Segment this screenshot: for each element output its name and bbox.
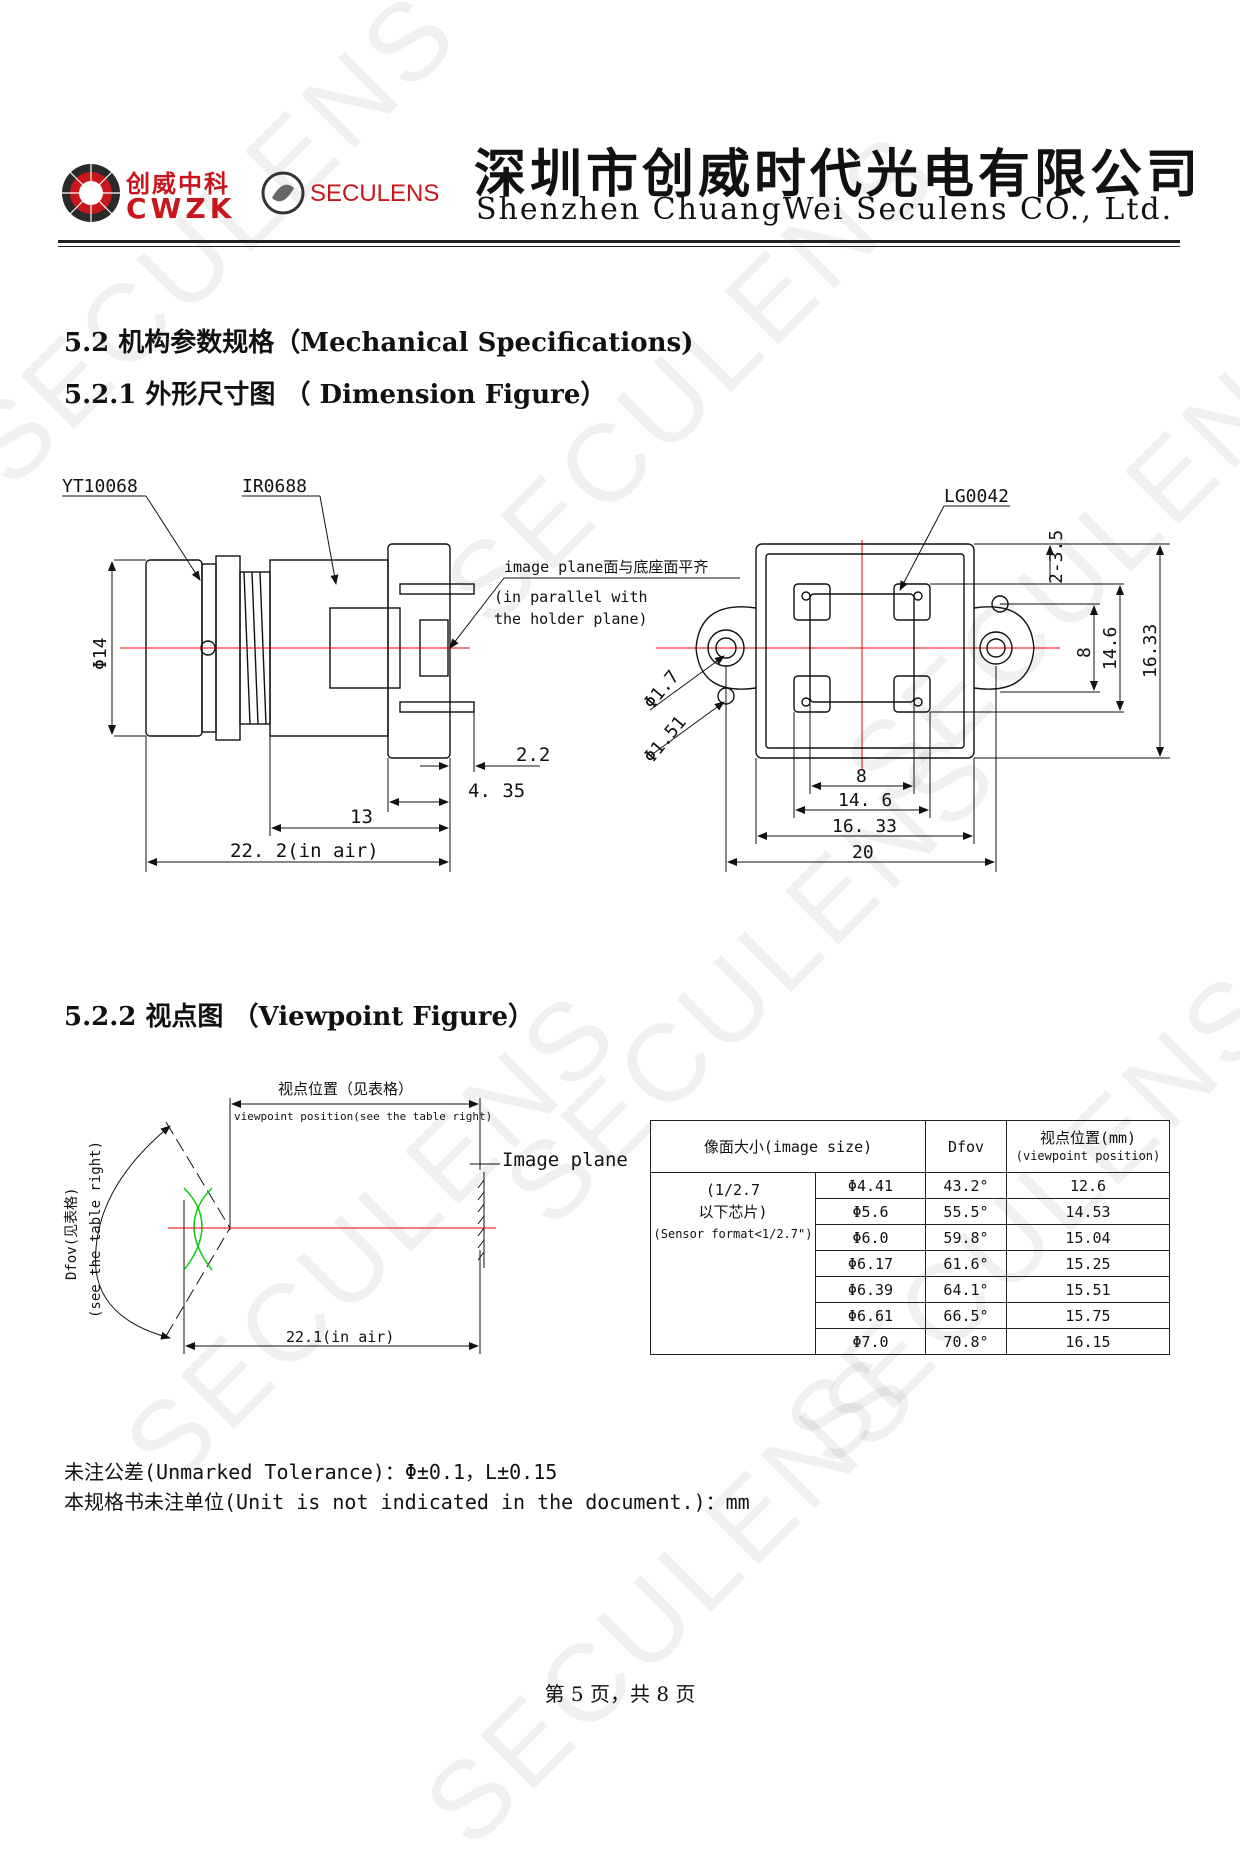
cell-dfov: 64.1° bbox=[925, 1276, 1007, 1303]
image-plane-label: Image plane bbox=[502, 1149, 628, 1171]
brand-name: SECULENS bbox=[310, 180, 440, 207]
cell-size: Φ6.61 bbox=[815, 1302, 926, 1329]
dim-h-14-6: 14. 6 bbox=[838, 790, 892, 811]
header-image-size: 像面大小(image size) bbox=[650, 1120, 926, 1173]
logo-cn: 创威中科 bbox=[126, 169, 230, 198]
cell-size: Φ7.0 bbox=[815, 1328, 926, 1355]
header-viewpoint-cn: 视点位置(mm) bbox=[1039, 1128, 1137, 1147]
dim-4-35: 4. 35 bbox=[468, 780, 525, 802]
plane-note-3: the holder plane) bbox=[494, 610, 648, 628]
company-name-cn: 深圳市创威时代光电有限公司 bbox=[474, 145, 1203, 205]
cell-dfov: 70.8° bbox=[925, 1328, 1007, 1355]
cell-size: Φ6.17 bbox=[815, 1250, 926, 1277]
label-holder-part: LG0042 bbox=[944, 486, 1009, 507]
cell-viewpoint: 15.75 bbox=[1006, 1302, 1170, 1329]
dim-22-2: 22. 2(in air) bbox=[230, 840, 379, 862]
cell-size: Φ6.0 bbox=[815, 1224, 926, 1251]
label-lens-part: YT10068 bbox=[62, 476, 138, 497]
dim-h-20: 20 bbox=[852, 842, 874, 863]
dim-v-8: 8 bbox=[1074, 647, 1095, 658]
viewpoint-pos-cn: 视点位置（见表格） bbox=[278, 1080, 413, 1098]
section-heading-5-2-1: 5.2.1 外形尺寸图 （ Dimension Figure） bbox=[64, 380, 607, 410]
plane-note-1: image plane面与底座面平齐 bbox=[504, 558, 708, 576]
plane-note-2: (in parallel with bbox=[494, 588, 648, 606]
cell-dfov: 61.6° bbox=[925, 1250, 1007, 1277]
cell-viewpoint: 15.04 bbox=[1006, 1224, 1170, 1251]
watermark: SECULENS bbox=[401, 1328, 942, 1869]
seculens-logo-icon bbox=[261, 171, 305, 215]
viewpoint-figure: 视点位置（见表格） viewpoint position(see the tab… bbox=[0, 1070, 660, 1360]
dim-13: 13 bbox=[350, 806, 373, 828]
dimension-figure: YT10068 IR0688 LG0042 image plane面与底座面平齐… bbox=[0, 460, 1240, 890]
sensor-group-3: (Sensor format<1/2.7") bbox=[653, 1227, 813, 1241]
cell-size: Φ4.41 bbox=[815, 1172, 926, 1199]
header-rule bbox=[58, 240, 1180, 243]
header-rule bbox=[58, 246, 1180, 247]
table-row: (1/2.7 以下芯片) (Sensor format<1/2.7") Φ4.4… bbox=[650, 1172, 1170, 1355]
cell-viewpoint: 12.6 bbox=[1006, 1172, 1170, 1199]
label-ir-part: IR0688 bbox=[242, 476, 307, 497]
cell-viewpoint: 14.53 bbox=[1006, 1198, 1170, 1225]
cell-dfov: 55.5° bbox=[925, 1198, 1007, 1225]
dfov-label-en: (see the table right) bbox=[88, 1141, 104, 1318]
sensor-group-cell: (1/2.7 以下芯片) (Sensor format<1/2.7") bbox=[650, 1172, 816, 1355]
cell-size: Φ6.39 bbox=[815, 1276, 926, 1303]
dim-h-8: 8 bbox=[856, 766, 867, 787]
viewpoint-pos-en: viewpoint position(see the table right) bbox=[234, 1110, 492, 1123]
viewpoint-table: 像面大小(image size) Dfov 视点位置(mm) (viewpoin… bbox=[650, 1120, 1170, 1355]
tolerance-note: 未注公差(Unmarked Tolerance)：Φ±0.1，L±0.15 bbox=[64, 1460, 558, 1484]
cell-viewpoint: 16.15 bbox=[1006, 1328, 1170, 1355]
header-viewpoint-en: (viewpoint position) bbox=[1015, 1148, 1161, 1163]
table-row: Φ6.39 64.1° 15.51 bbox=[651, 1276, 1170, 1303]
cwzk-logo-icon bbox=[62, 164, 120, 222]
table-header-row: 像面大小(image size) Dfov 视点位置(mm) (viewpoin… bbox=[650, 1120, 1170, 1173]
table-row: Φ7.0 70.8° 16.15 bbox=[651, 1328, 1170, 1355]
cwzk-logo bbox=[60, 162, 122, 224]
dim-2-2: 2.2 bbox=[516, 744, 550, 766]
dimension-figure-drawing: YT10068 IR0688 LG0042 image plane面与底座面平齐… bbox=[62, 476, 1170, 872]
page-footer: 第 5 页，共 8 页 bbox=[544, 1682, 696, 1706]
header: 创威中科 CWZK SECULENS 深圳市创威时代光电有限公司 Shenzhe… bbox=[0, 0, 1240, 250]
seculens-logo bbox=[258, 168, 308, 222]
dim-h-16-33: 16. 33 bbox=[832, 816, 897, 837]
cell-dfov: 66.5° bbox=[925, 1302, 1007, 1329]
sensor-group-2: 以下芯片) bbox=[698, 1203, 768, 1221]
dim-dia-1-51: Φ1.51 bbox=[640, 712, 691, 767]
logo-en: CWZK bbox=[126, 192, 236, 225]
unit-note: 本规格书未注单位(Unit is not indicated in the do… bbox=[64, 1490, 750, 1514]
dfov-label-cn: Dfov(见表格) bbox=[64, 1187, 80, 1280]
cell-viewpoint: 15.25 bbox=[1006, 1250, 1170, 1277]
sensor-group-1: (1/2.7 bbox=[705, 1181, 761, 1199]
cell-dfov: 43.2° bbox=[925, 1172, 1007, 1199]
table-row: Φ6.17 61.6° 15.25 bbox=[651, 1250, 1170, 1277]
viewpoint-figure-drawing: 视点位置（见表格） viewpoint position(see the tab… bbox=[64, 1080, 628, 1354]
cell-viewpoint: 15.51 bbox=[1006, 1276, 1170, 1303]
dim-v-16-33: 16.33 bbox=[1140, 624, 1161, 678]
cell-dfov: 59.8° bbox=[925, 1224, 1007, 1251]
dim-dia-14: Φ14 bbox=[90, 637, 111, 670]
section-heading-5-2-2: 5.2.2 视点图 （Viewpoint Figure） bbox=[64, 1002, 535, 1032]
company-name-en: Shenzhen ChuangWei Seculens CO., Ltd. bbox=[476, 192, 1174, 227]
header-dfov: Dfov bbox=[925, 1120, 1007, 1173]
table-row: Φ6.0 59.8° 15.04 bbox=[651, 1224, 1170, 1251]
viewpoint-distance: 22.1(in air) bbox=[286, 1328, 394, 1346]
cell-size: Φ5.6 bbox=[815, 1198, 926, 1225]
dim-2-3-5: 2-3.5 bbox=[1046, 530, 1067, 584]
dim-v-14-6: 14.6 bbox=[1100, 627, 1121, 670]
header-viewpoint: 视点位置(mm) (viewpoint position) bbox=[1006, 1120, 1170, 1173]
section-heading-5-2: 5.2 机构参数规格（Mechanical Specifications) bbox=[64, 328, 694, 358]
